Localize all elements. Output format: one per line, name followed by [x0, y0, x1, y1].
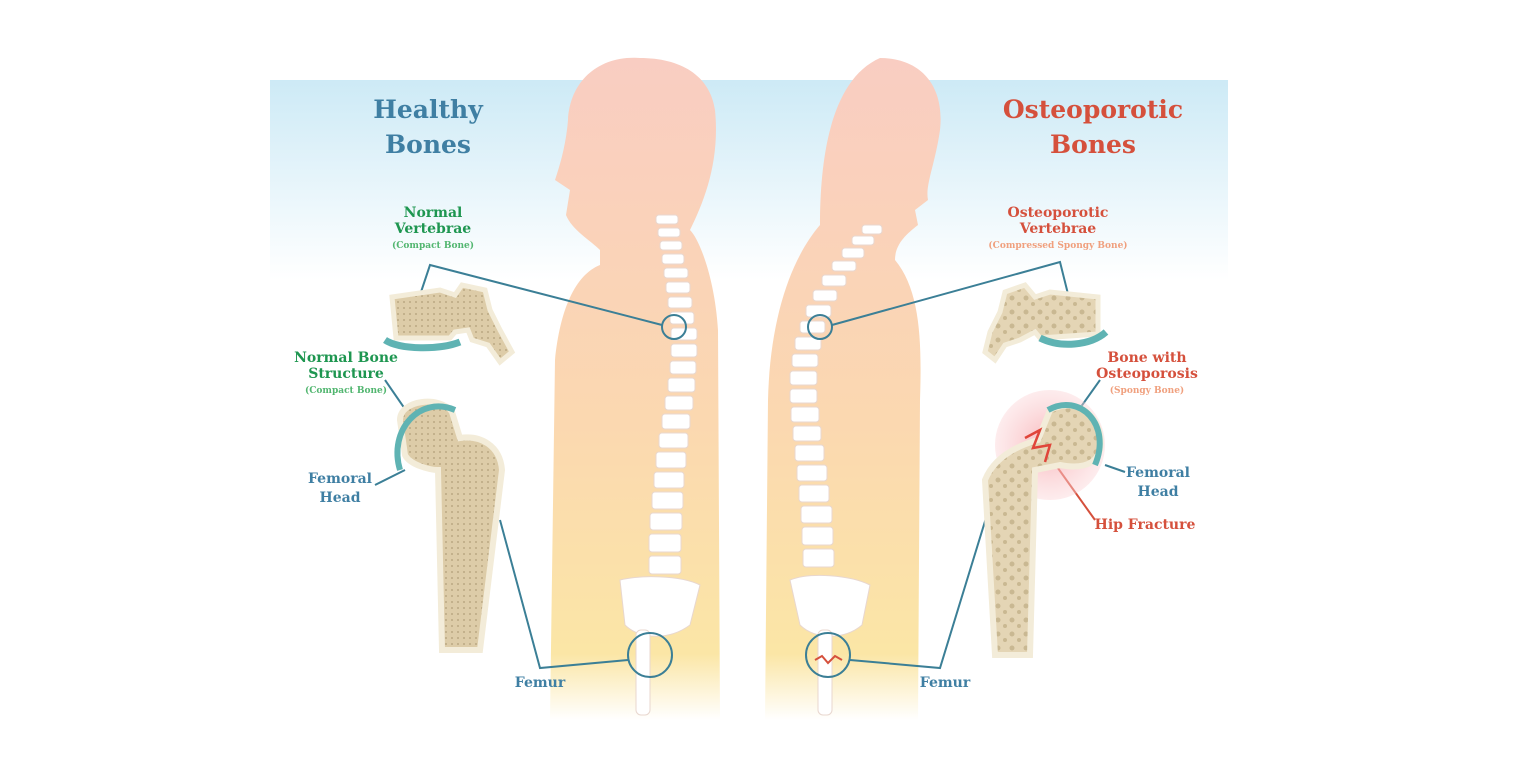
osteoporotic-vertebra-plate: [1038, 329, 1109, 348]
normal-structure-label-1: Normal Bone: [294, 350, 398, 366]
healthy-femoral-label-2: Head: [320, 490, 361, 506]
osteoporotic-vertebrae-label-2: Vertebrae: [1019, 221, 1096, 237]
normal-vertebrae-label-2: Vertebrae: [394, 221, 471, 237]
normal-vertebrae-label-1: Normal: [404, 205, 463, 221]
healthy-femur-label: Femur: [515, 675, 566, 691]
healthy-femoral-cartilage: [394, 403, 457, 471]
healthy-femoral-label-1: Femoral: [308, 471, 372, 487]
osteoporotic-title-line1: Osteoporotic: [1003, 95, 1183, 124]
sky-background: [270, 80, 1228, 280]
normal-structure-label-2: Structure: [308, 366, 384, 382]
healthy-title-line2: Bones: [385, 130, 471, 159]
healthy-title-line1: Healthy: [373, 95, 484, 124]
healthy-femur: [396, 398, 506, 653]
hip-fracture-crack: [1024, 427, 1052, 463]
osteoporotic-vertebrae-sub: (Compressed Spongy Bone): [988, 240, 1127, 251]
healthy-spine: [619, 214, 701, 716]
pelvis-fracture-mark: [814, 654, 843, 665]
osteoporotic-vertebrae-label-1: Osteoporotic: [1008, 205, 1109, 221]
osteoporosis-structure-label-2: Osteoporosis: [1096, 366, 1198, 382]
osteoporotic-femoral-cartilage: [1046, 402, 1103, 467]
healthy-vertebra-plate: [383, 336, 462, 352]
healthy-vertebra: [389, 282, 516, 366]
osteoporosis-structure-label-1: Bone with: [1107, 350, 1186, 366]
osteoporosis-structure-sub: (Spongy Bone): [1110, 385, 1184, 396]
osteoporotic-title-line2: Bones: [1050, 130, 1136, 159]
osteoporotic-femur-label: Femur: [920, 675, 971, 691]
normal-vertebrae-sub: (Compact Bone): [392, 240, 474, 251]
osteoporotic-femoral-label-1: Femoral: [1126, 465, 1190, 481]
hip-fracture-label: Hip Fracture: [1095, 517, 1196, 533]
osteoporotic-femoral-label-2: Head: [1138, 484, 1179, 500]
osteoporotic-vertebra: [982, 282, 1101, 364]
osteoporotic-spine: [789, 224, 883, 716]
normal-structure-sub: (Compact Bone): [305, 385, 387, 396]
